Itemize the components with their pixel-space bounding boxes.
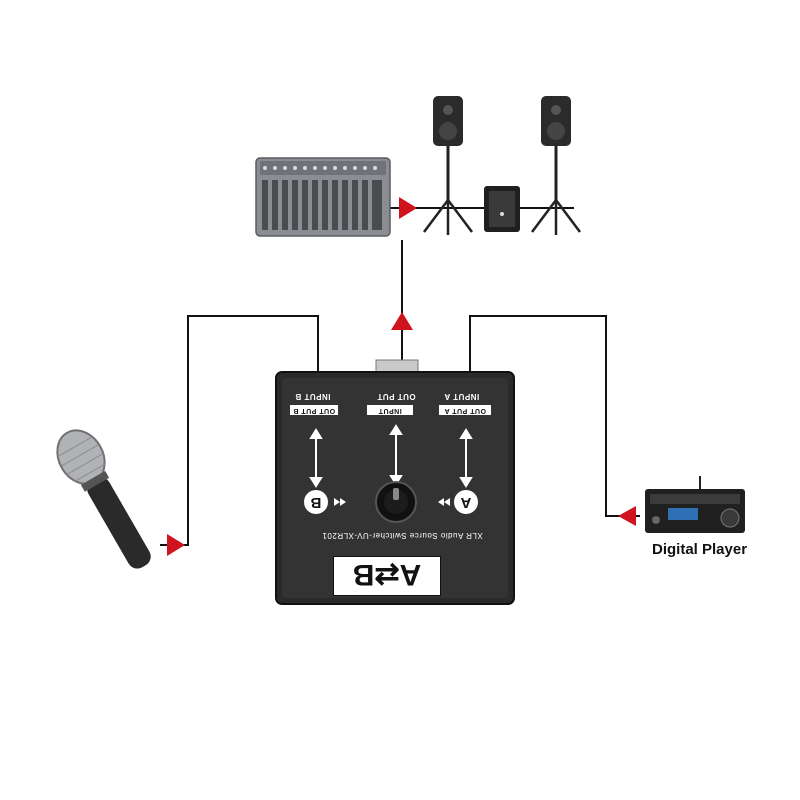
out-put-label: OUT PUT — [377, 392, 416, 401]
input-b-label: INPUT B — [295, 392, 331, 401]
player-to-input-a-line — [469, 315, 640, 517]
arrow-mic — [167, 534, 185, 556]
model-text: XLR Audio Source Switcher-UV-XLR201 — [322, 531, 483, 540]
mixer-icon — [255, 157, 391, 237]
input-a-label: INPUT A — [444, 392, 480, 401]
port-b-label: B — [304, 490, 328, 514]
switcher-box — [275, 359, 515, 605]
out-put-b-tag: OUT PUT B — [290, 405, 338, 415]
logo-text: A⇄B — [353, 558, 421, 591]
arrow-to-speakers — [399, 197, 417, 219]
port-a-label: A — [454, 490, 478, 514]
speaker-icon — [531, 96, 581, 235]
subwoofer-icon — [484, 186, 520, 232]
microphone-icon — [56, 429, 151, 569]
arrow-up-output — [391, 312, 413, 330]
out-put-a-tag: OUT PUT A — [439, 405, 491, 415]
input-tag: INPUT — [367, 405, 413, 415]
digital-player-label: Digital Player — [652, 541, 748, 558]
digital-player-icon — [645, 476, 745, 533]
speaker-icon — [423, 96, 473, 235]
signal-arrows — [167, 197, 636, 556]
arrow-player — [618, 506, 636, 526]
ab-logo: A⇄B — [333, 556, 441, 596]
